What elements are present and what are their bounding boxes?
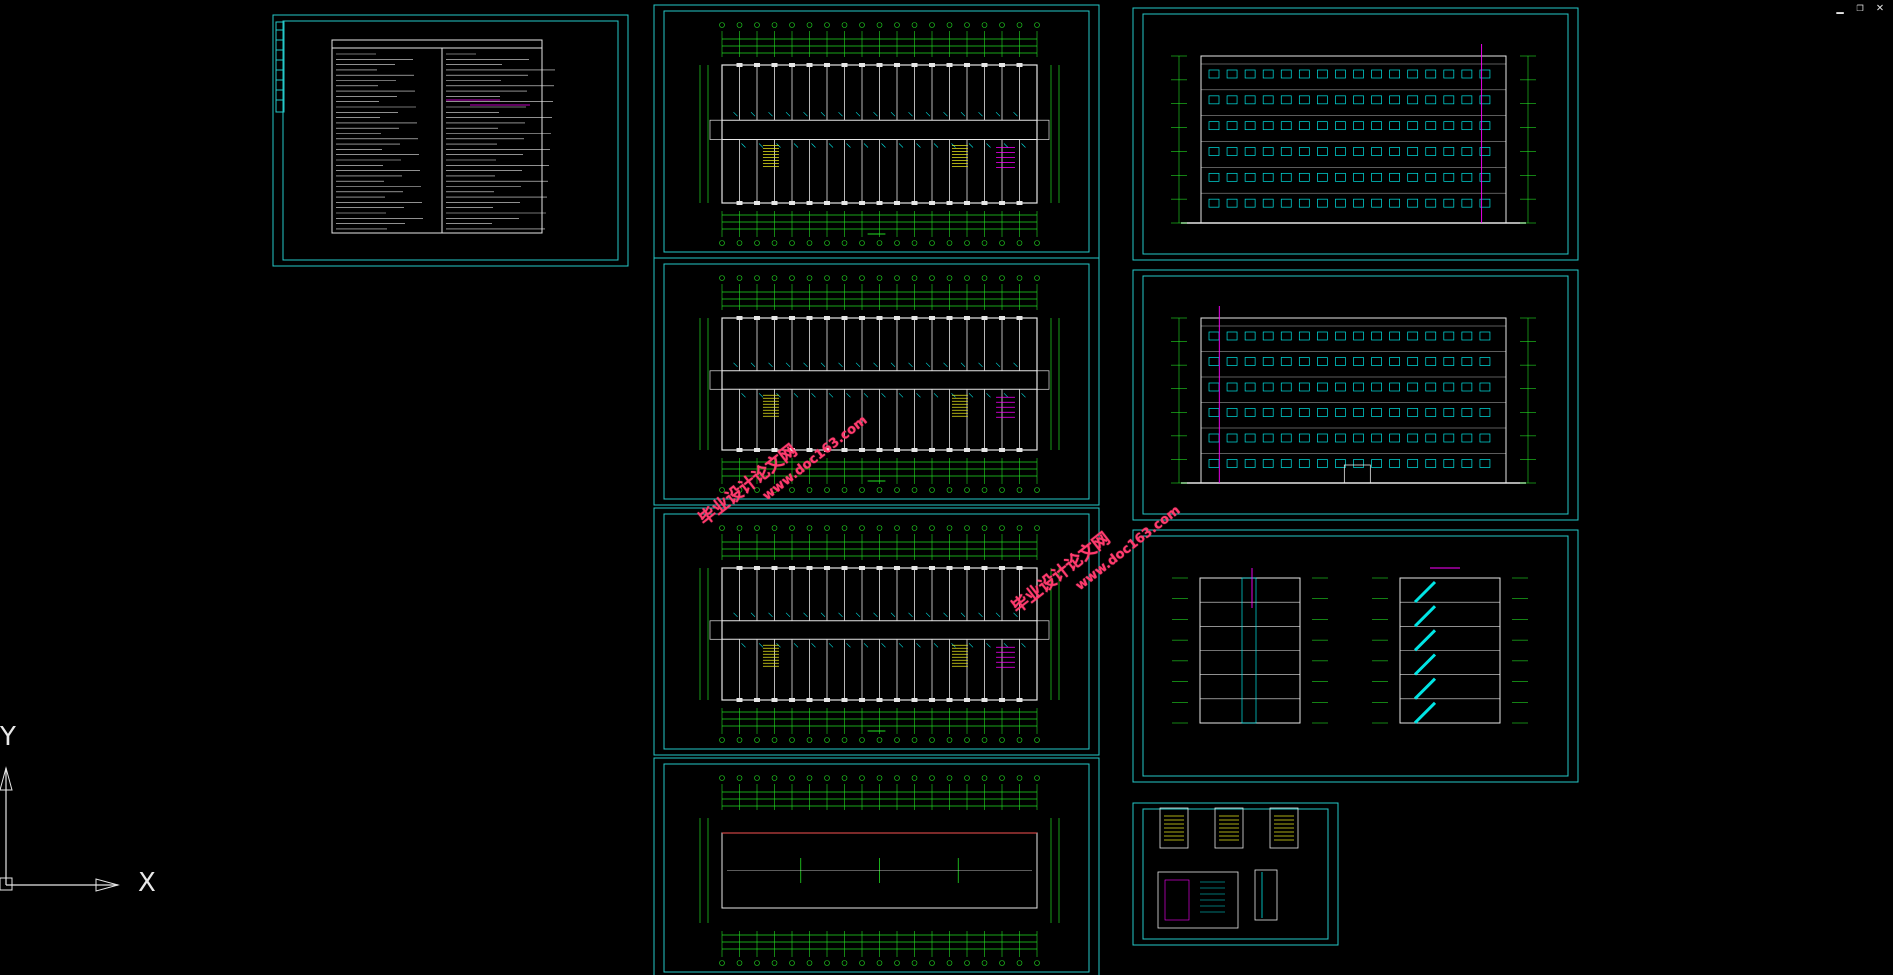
sheet-floor-plan-2[interactable] xyxy=(653,257,1100,506)
sheet-floor-plan-3[interactable] xyxy=(653,507,1100,756)
sheet-roof-plan[interactable] xyxy=(653,757,1100,975)
restore-icon[interactable]: ❐ xyxy=(1856,0,1864,14)
sheet-stair-details[interactable] xyxy=(1132,802,1339,946)
sheet-floor-plan-1[interactable] xyxy=(653,4,1100,259)
ucs-y-label: Y xyxy=(0,722,16,752)
sheet-elevation-rear[interactable] xyxy=(1132,269,1579,521)
ucs-icon xyxy=(0,766,120,892)
sheet-side-elevation-section[interactable] xyxy=(1132,529,1579,783)
ucs-x-label: X xyxy=(138,868,156,898)
sheet-elevation-front[interactable] xyxy=(1132,7,1579,261)
window-controls: ▁ ❐ ✕ xyxy=(1833,0,1887,14)
close-icon[interactable]: ✕ xyxy=(1876,0,1884,14)
sheet-design-notes[interactable] xyxy=(272,14,629,267)
minimize-icon[interactable]: ▁ xyxy=(1836,0,1844,14)
